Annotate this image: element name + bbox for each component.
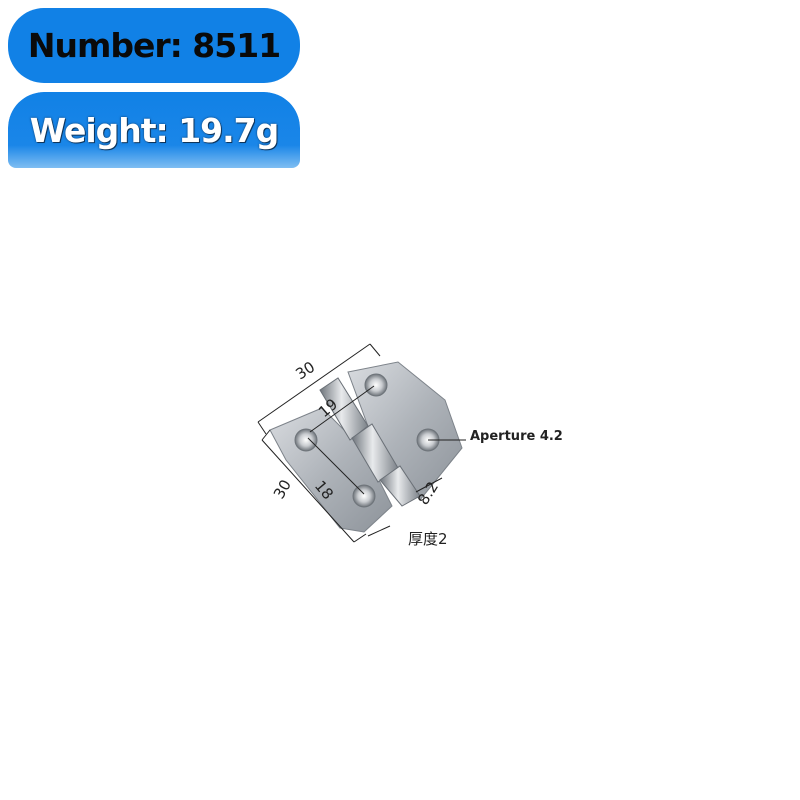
hinge-knuckles [319, 377, 421, 507]
dimension-lines [257, 343, 466, 543]
hinge-product-image: 30 30 18 19 8.2 Aperture 4.2 厚度2 [257, 343, 563, 548]
number-badge: Number: 8511 [8, 8, 300, 83]
dimension-height: 30 [270, 476, 295, 502]
mounting-hole [294, 428, 318, 452]
mounting-hole [364, 373, 388, 397]
weight-badge: Weight: 19.7g [8, 92, 300, 168]
mounting-hole [352, 484, 376, 508]
thickness-callout: 厚度2 [408, 530, 448, 548]
number-badge-label: Number: 8511 [27, 26, 281, 65]
weight-badge-label: Weight: 19.7g [29, 110, 280, 150]
aperture-callout: Aperture 4.2 [470, 429, 563, 444]
dimension-width: 30 [292, 358, 318, 383]
